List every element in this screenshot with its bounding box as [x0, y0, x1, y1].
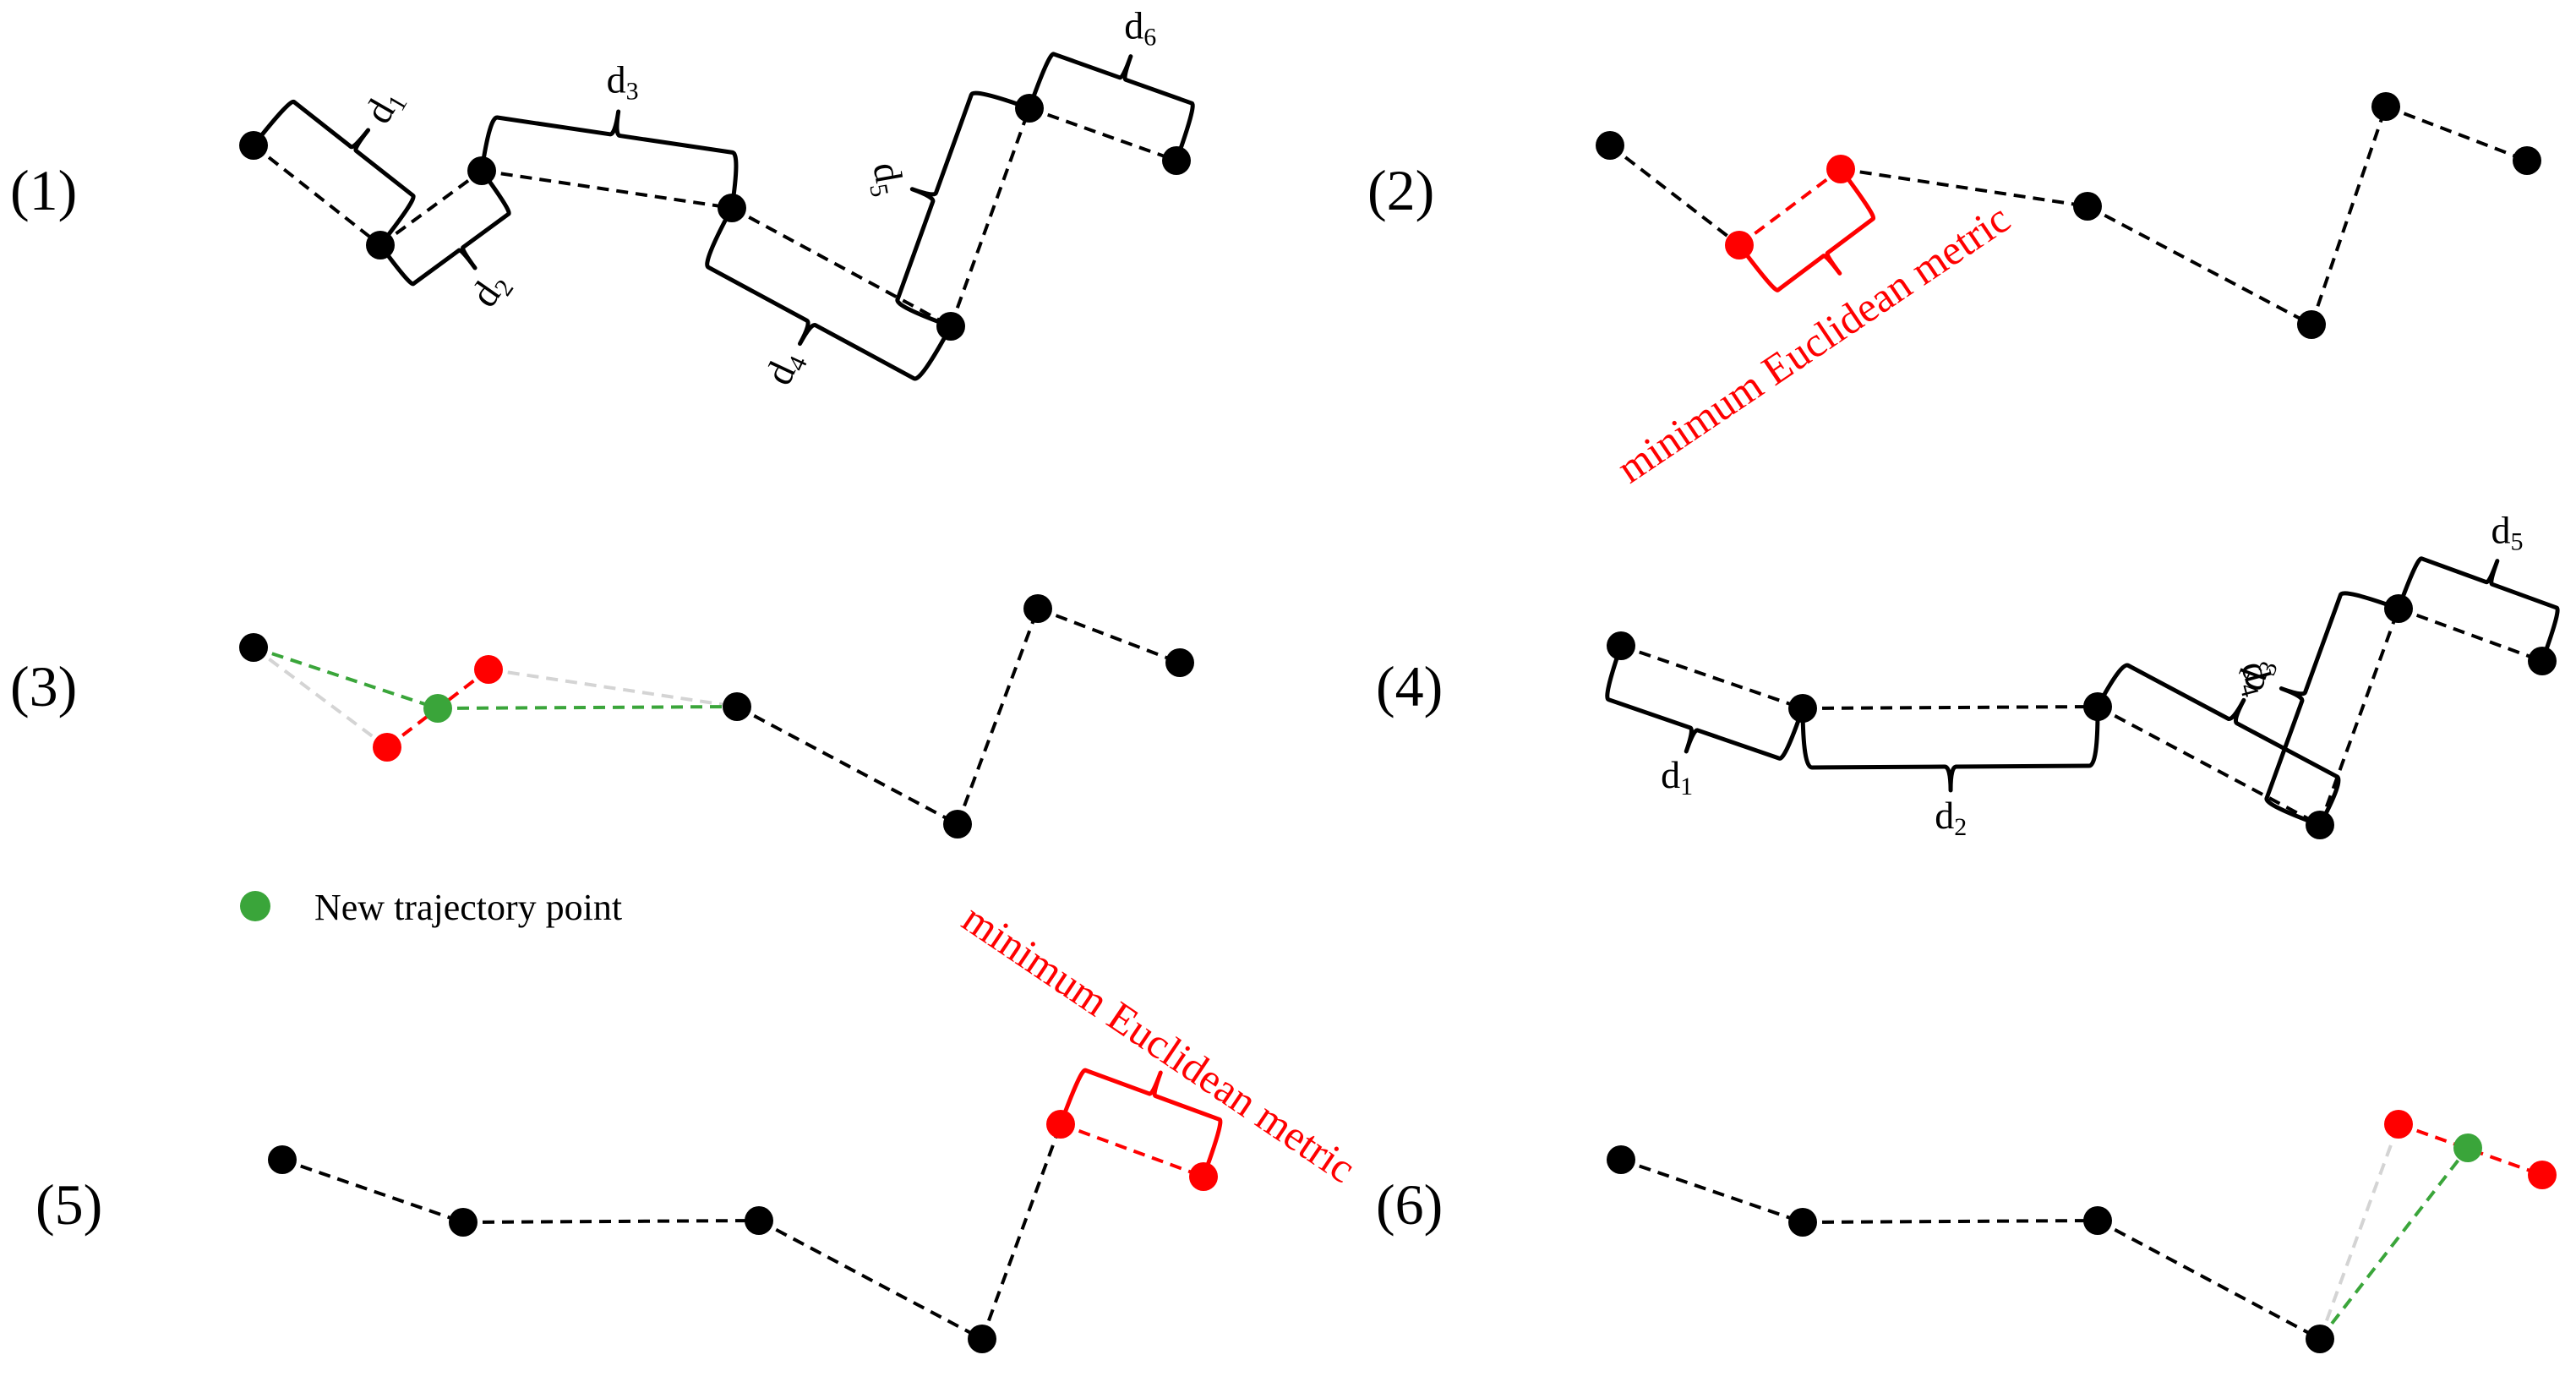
trajectory-segment [2087, 205, 2312, 326]
distance-brace [895, 90, 1032, 329]
trajectory-segment [1037, 607, 1181, 664]
panel-label: (2) [1367, 158, 1434, 222]
trajectory-point [239, 633, 268, 662]
minimum-metric-brace [1737, 167, 1876, 292]
new-trajectory-point [2453, 1134, 2482, 1162]
merged-point [373, 733, 401, 762]
trajectory-segment [736, 705, 958, 826]
distance-brace [1800, 704, 2100, 793]
distance-label: d6 [1124, 3, 1156, 51]
trajectory-segment [731, 206, 952, 328]
trajectory-segment [2097, 705, 2321, 827]
merged-point [2528, 1161, 2557, 1189]
distance-brace [378, 168, 511, 287]
original-segment [2318, 1123, 2400, 1340]
trajectory-segment [1802, 1219, 2098, 1224]
panel-5: (5) minimum Euclidean metric [35, 894, 1364, 1353]
merged-segment [2398, 1123, 2543, 1177]
trajectory-point [723, 692, 751, 721]
trajectory-point [2297, 310, 2326, 339]
trajectory-point [2371, 92, 2400, 121]
trajectory-segment [252, 144, 382, 247]
trajectory-point [968, 1325, 996, 1353]
trajectory-point [745, 1206, 773, 1235]
trajectory-segment [1802, 705, 2098, 710]
green-dot-icon [240, 891, 270, 921]
panel-3: (3) [10, 594, 1194, 839]
trajectory-segment [2385, 105, 2528, 162]
trajectory-segment [281, 1158, 464, 1224]
trajectory-segment [2318, 608, 2400, 826]
legend: New trajectory point [240, 887, 622, 928]
new-segment [253, 646, 439, 710]
trajectory-segment [1029, 107, 1177, 162]
trajectory-point [2513, 146, 2541, 175]
trajectory-point [1023, 594, 1052, 623]
trajectory-segment [1738, 167, 1842, 247]
minimum-euclidean-metric-label: minimum Euclidean metric [1608, 194, 2018, 492]
distance-label: d5 [2491, 508, 2524, 555]
new-trajectory-point [423, 694, 452, 723]
trajectory-point [1788, 1208, 1817, 1237]
trajectory-point [943, 810, 972, 839]
panel-label: (1) [10, 158, 77, 222]
trajectory-segment [481, 169, 733, 210]
minimum-euclidean-metric-label: minimum Euclidean metric [954, 894, 1364, 1192]
trajectory-point [268, 1145, 297, 1174]
new-segment [437, 705, 738, 710]
trajectory-segment [462, 1219, 760, 1224]
panel-6: (6) [1376, 1110, 2557, 1353]
trajectory-point [449, 1208, 478, 1237]
trajectory-point [2083, 1206, 2112, 1235]
trajectory-segment [1620, 644, 1804, 710]
minimum-metric-brace [1058, 1068, 1223, 1179]
distance-brace [1027, 52, 1195, 163]
distance-brace [2396, 556, 2560, 664]
trajectory-segment [1060, 1123, 1204, 1178]
distance-label: d4 [756, 343, 813, 392]
trajectory-segment [2097, 1219, 2321, 1341]
trajectory-segment [758, 1219, 983, 1341]
trajectory-segment [2310, 106, 2388, 325]
merged-point [474, 655, 503, 684]
merged-point [2384, 1110, 2413, 1139]
trajectory-point [2306, 1325, 2334, 1353]
trajectory-segment [379, 169, 483, 247]
distance-brace [479, 109, 739, 210]
trajectory-point [1596, 131, 1624, 160]
distance-label: d2 [1935, 794, 1967, 841]
distance-label: d3 [607, 57, 639, 105]
panel-label: (6) [1376, 1172, 1443, 1237]
legend-label: New trajectory point [314, 887, 622, 928]
distance-label: d2 [461, 263, 519, 316]
distance-label: d5 [861, 159, 914, 199]
panel-label: (4) [1376, 654, 1443, 718]
distance-label: d1 [1661, 753, 1693, 800]
distance-brace [705, 205, 953, 381]
trajectory-point [2073, 192, 2102, 221]
trajectory-segment [949, 107, 1031, 327]
panel-label: (5) [35, 1172, 102, 1237]
distance-brace [2264, 591, 2401, 828]
trajectory-segment [2398, 607, 2543, 663]
panel-2: (2) minimum Euclidean metric [1367, 92, 2541, 492]
trajectory-point [1607, 1145, 1635, 1174]
panel-1: (1) d1 d2 d3 d4 d5 d6 [10, 3, 1195, 392]
trajectory-segment [980, 1123, 1062, 1340]
trajectory-segment [1840, 167, 2088, 208]
trajectory-segment [1608, 144, 1741, 247]
distance-brace [251, 99, 416, 248]
distance-label: d1 [356, 81, 413, 133]
trajectory-point [1165, 648, 1194, 677]
distance-brace [2095, 663, 2341, 828]
original-segment [252, 646, 389, 749]
panel-label: (3) [10, 654, 77, 718]
original-segment [488, 668, 738, 708]
new-segment [2318, 1146, 2470, 1341]
distance-brace [1605, 643, 1805, 761]
trajectory-segment [1620, 1158, 1804, 1224]
trajectory-segment [956, 608, 1040, 825]
